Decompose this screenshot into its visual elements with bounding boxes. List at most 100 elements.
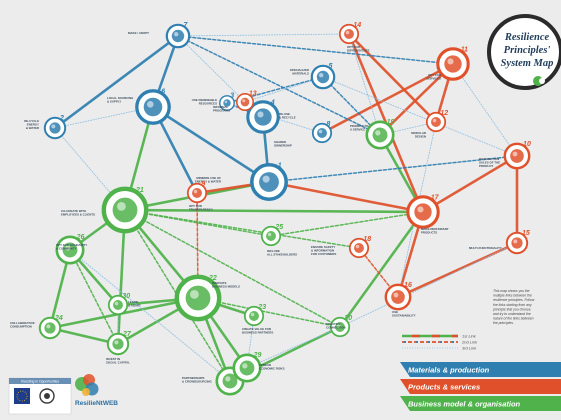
legend-note-line: This map shows you the [493, 289, 530, 293]
node-label: CREATE VALUE FOR [242, 327, 272, 331]
principle-30-icon [113, 300, 123, 310]
principle-node-4[interactable]: 4RE-USE& RECYCLE [246, 99, 296, 134]
node-label: EMPLOYEES & CLIENTS [61, 213, 95, 217]
node-label: OWNERSHIP [274, 144, 292, 148]
link-17-1 [267, 180, 425, 214]
node-label: INVEST IN [106, 357, 120, 361]
node-label: SOCIAL CAPITAL [106, 361, 130, 365]
link-26-28 [69, 249, 231, 382]
node-number: 15 [522, 230, 530, 237]
principle-2-icon [49, 122, 61, 134]
legend-note-line: the principles. [493, 321, 514, 325]
node-label: PARTNERSHIPS [182, 376, 205, 380]
node-number: 17 [431, 194, 440, 201]
node-label: MAKE REDUNDANT [421, 227, 449, 231]
node-label: PRIORITY TO [350, 124, 369, 128]
principle-14-icon [344, 29, 354, 39]
node-number: 19 [387, 119, 395, 126]
principle-7-icon [171, 29, 185, 43]
principle-9-icon [192, 188, 202, 198]
node-label: MATERIALS [292, 72, 309, 76]
eu-flag-icon [14, 388, 30, 404]
title-line-2: Principles' [504, 45, 551, 56]
node-number: 23 [257, 304, 266, 311]
node-label: ENSURE SAFETY [311, 245, 335, 249]
link-10-17 [421, 154, 519, 214]
resilientweb-logo: ResilieNtWEB [75, 374, 118, 407]
link-7-14 [177, 33, 350, 37]
node-label: DIFFERENTIATE [347, 49, 370, 53]
node-number: 18 [363, 236, 371, 243]
link-11-19 [378, 62, 455, 137]
node-label: LOCAL SOURCING [107, 96, 134, 100]
principle-15-icon [511, 237, 523, 249]
category-bands: Materials & production Products & servic… [400, 362, 561, 411]
node-label: ECONOMIC RISKS [259, 367, 285, 371]
band-materials-label: Materials & production [408, 365, 490, 374]
node-number: 9 [201, 181, 205, 188]
node-number: 8 [326, 121, 330, 128]
node-label: OPT FOR SOLIDARITY [56, 243, 87, 247]
node-label: RE-CYCLE [24, 119, 39, 123]
link-10-11 [452, 63, 518, 157]
node-number: 12 [440, 110, 448, 117]
node-number: 2 [59, 115, 64, 122]
legend-note-line: multiple links between the [493, 294, 532, 298]
node-label: MAKE / ADOPT [128, 31, 149, 35]
node-number: 10 [523, 141, 531, 148]
node-label: OPT FOR [189, 204, 203, 208]
node-label: LEARN [128, 300, 138, 304]
logos: Investing in Opportunities ResilieNtWEB [8, 374, 118, 415]
legend-second: 2nd Link [461, 340, 478, 345]
node-label: RE-USE [279, 112, 290, 116]
node-number: 5 [329, 63, 333, 70]
node-label: SERVICES [426, 77, 441, 81]
node-label: & SUPPLY [107, 100, 121, 104]
node-number: 21 [135, 187, 144, 194]
legend-note-line: and try to understand the [493, 312, 531, 316]
principle-10-icon [510, 149, 524, 163]
link-5-10 [322, 76, 518, 157]
node-number: 20 [343, 315, 352, 322]
node-label: TRANSPARENCY [189, 208, 213, 212]
node-label: & COMMUNITY [56, 247, 77, 251]
link-29-20 [246, 326, 341, 369]
node-label: & CROWDSOURCING [182, 380, 212, 384]
node-number: 16 [404, 282, 412, 289]
node-label: INCLUDE [267, 249, 280, 253]
node-label: CONSUMPTION [10, 325, 32, 329]
link-7-13 [177, 35, 246, 103]
